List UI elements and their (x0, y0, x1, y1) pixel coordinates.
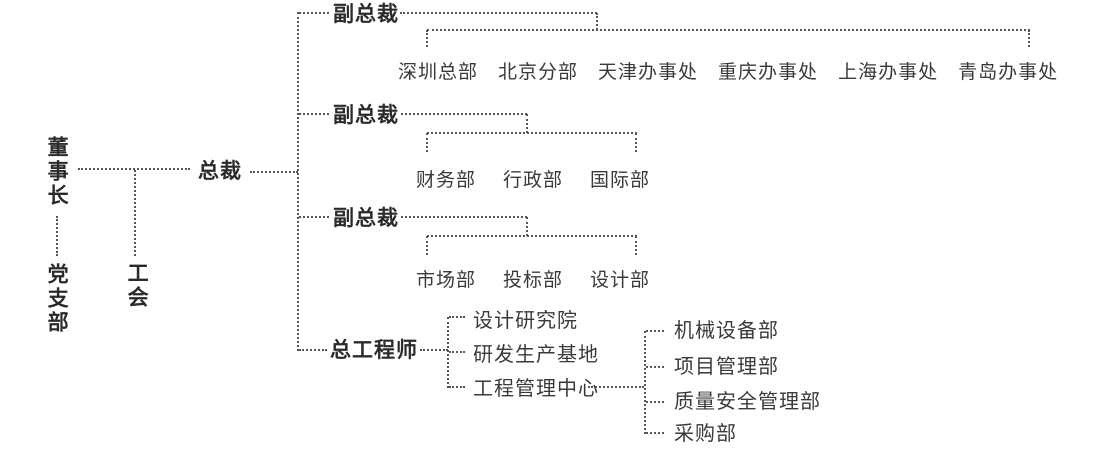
node-president: 总裁 (198, 160, 242, 183)
branch1-children-row: 深圳总部 北京分部 天津办事处 重庆办事处 上海办事处 青岛办事处 (398, 57, 1058, 84)
node-vice-president-2: 副总裁 (333, 104, 399, 127)
node-party-branch: 党支部 (45, 263, 69, 335)
connector-vp2-elbow (401, 113, 527, 115)
node-dept-procurement: 采购部 (674, 423, 737, 445)
node-vice-president-1: 副总裁 (333, 3, 399, 26)
connector-stub-vp1 (299, 12, 329, 14)
connector-bracket1-vertical (447, 317, 449, 388)
connector-branch3-drop-right (635, 236, 637, 255)
connector-engineering-center-to-bracket (588, 386, 644, 388)
connector-bracket2-vertical (644, 331, 646, 434)
connector-bracket1-stub-3 (449, 386, 465, 388)
node-dept-chongqing-office: 重庆办事处 (718, 62, 819, 83)
connector-bracket2-stub-1 (646, 330, 664, 332)
connector-branch2-drop-right (635, 133, 637, 152)
node-dept-project-mgmt: 项目管理部 (674, 356, 779, 378)
connector-branch3-comb (427, 235, 637, 237)
connector-vp1-elbow-drop (596, 13, 598, 30)
connector-chief-to-bracket (420, 349, 448, 351)
connector-branch3-drop-left (426, 236, 428, 255)
connector-chairman-party-branch (56, 216, 58, 256)
node-dept-marketing: 市场部 (416, 270, 477, 291)
node-vice-president-3: 副总裁 (333, 207, 399, 230)
connector-bracket1-stub-1 (449, 316, 465, 318)
connector-vp3-elbow (401, 216, 527, 218)
connector-chairman-president (78, 168, 190, 170)
node-dept-qingdao-office: 青岛办事处 (958, 62, 1059, 83)
connector-stub-chief-engineer (299, 349, 327, 351)
connector-branch1-drop-right (1028, 30, 1030, 47)
node-design-research-institute: 设计研究院 (473, 310, 578, 332)
node-dept-international: 国际部 (590, 170, 651, 191)
node-rd-production-base: 研发生产基地 (473, 344, 599, 366)
node-chairman: 董事长 (45, 136, 69, 208)
node-chief-engineer: 总工程师 (330, 339, 418, 362)
connector-branch2-comb (427, 132, 637, 134)
node-dept-shenzhen-hq: 深圳总部 (398, 62, 479, 83)
connector-trunk (297, 12, 299, 351)
connector-bracket2-stub-2 (646, 366, 664, 368)
connector-vp3-elbow-drop (526, 217, 528, 236)
connector-bracket2-stub-4 (646, 432, 664, 434)
node-dept-finance: 财务部 (416, 170, 477, 191)
connector-bracket2-stub-3 (646, 401, 664, 403)
connector-vp1-elbow (400, 12, 597, 14)
branch3-children-row: 市场部 投标部 设计部 (416, 265, 650, 292)
node-dept-machinery-equipment: 机械设备部 (674, 320, 779, 342)
connector-branch2-drop-left (426, 133, 428, 152)
node-dept-beijing-branch: 北京分部 (498, 62, 579, 83)
node-dept-admin: 行政部 (503, 170, 564, 191)
connector-vp2-elbow-drop (526, 114, 528, 133)
node-dept-design: 设计部 (590, 270, 651, 291)
node-dept-shanghai-office: 上海办事处 (838, 62, 939, 83)
connector-branch1-drop-left (426, 30, 428, 47)
connector-stub-vp3 (299, 216, 329, 218)
node-dept-tianjin-office: 天津办事处 (598, 62, 699, 83)
node-dept-quality-safety-mgmt: 质量安全管理部 (674, 391, 821, 413)
connector-branch1-comb (427, 29, 1030, 31)
node-engineering-mgmt-center: 工程管理中心 (473, 378, 599, 400)
connector-to-labor-union (134, 170, 136, 256)
node-labor-union: 工会 (125, 262, 149, 310)
node-dept-bidding: 投标部 (503, 270, 564, 291)
connector-stub-vp2 (299, 113, 329, 115)
connector-president-trunk (250, 171, 298, 173)
branch2-children-row: 财务部 行政部 国际部 (416, 165, 650, 192)
connector-bracket1-stub-2 (449, 351, 465, 353)
